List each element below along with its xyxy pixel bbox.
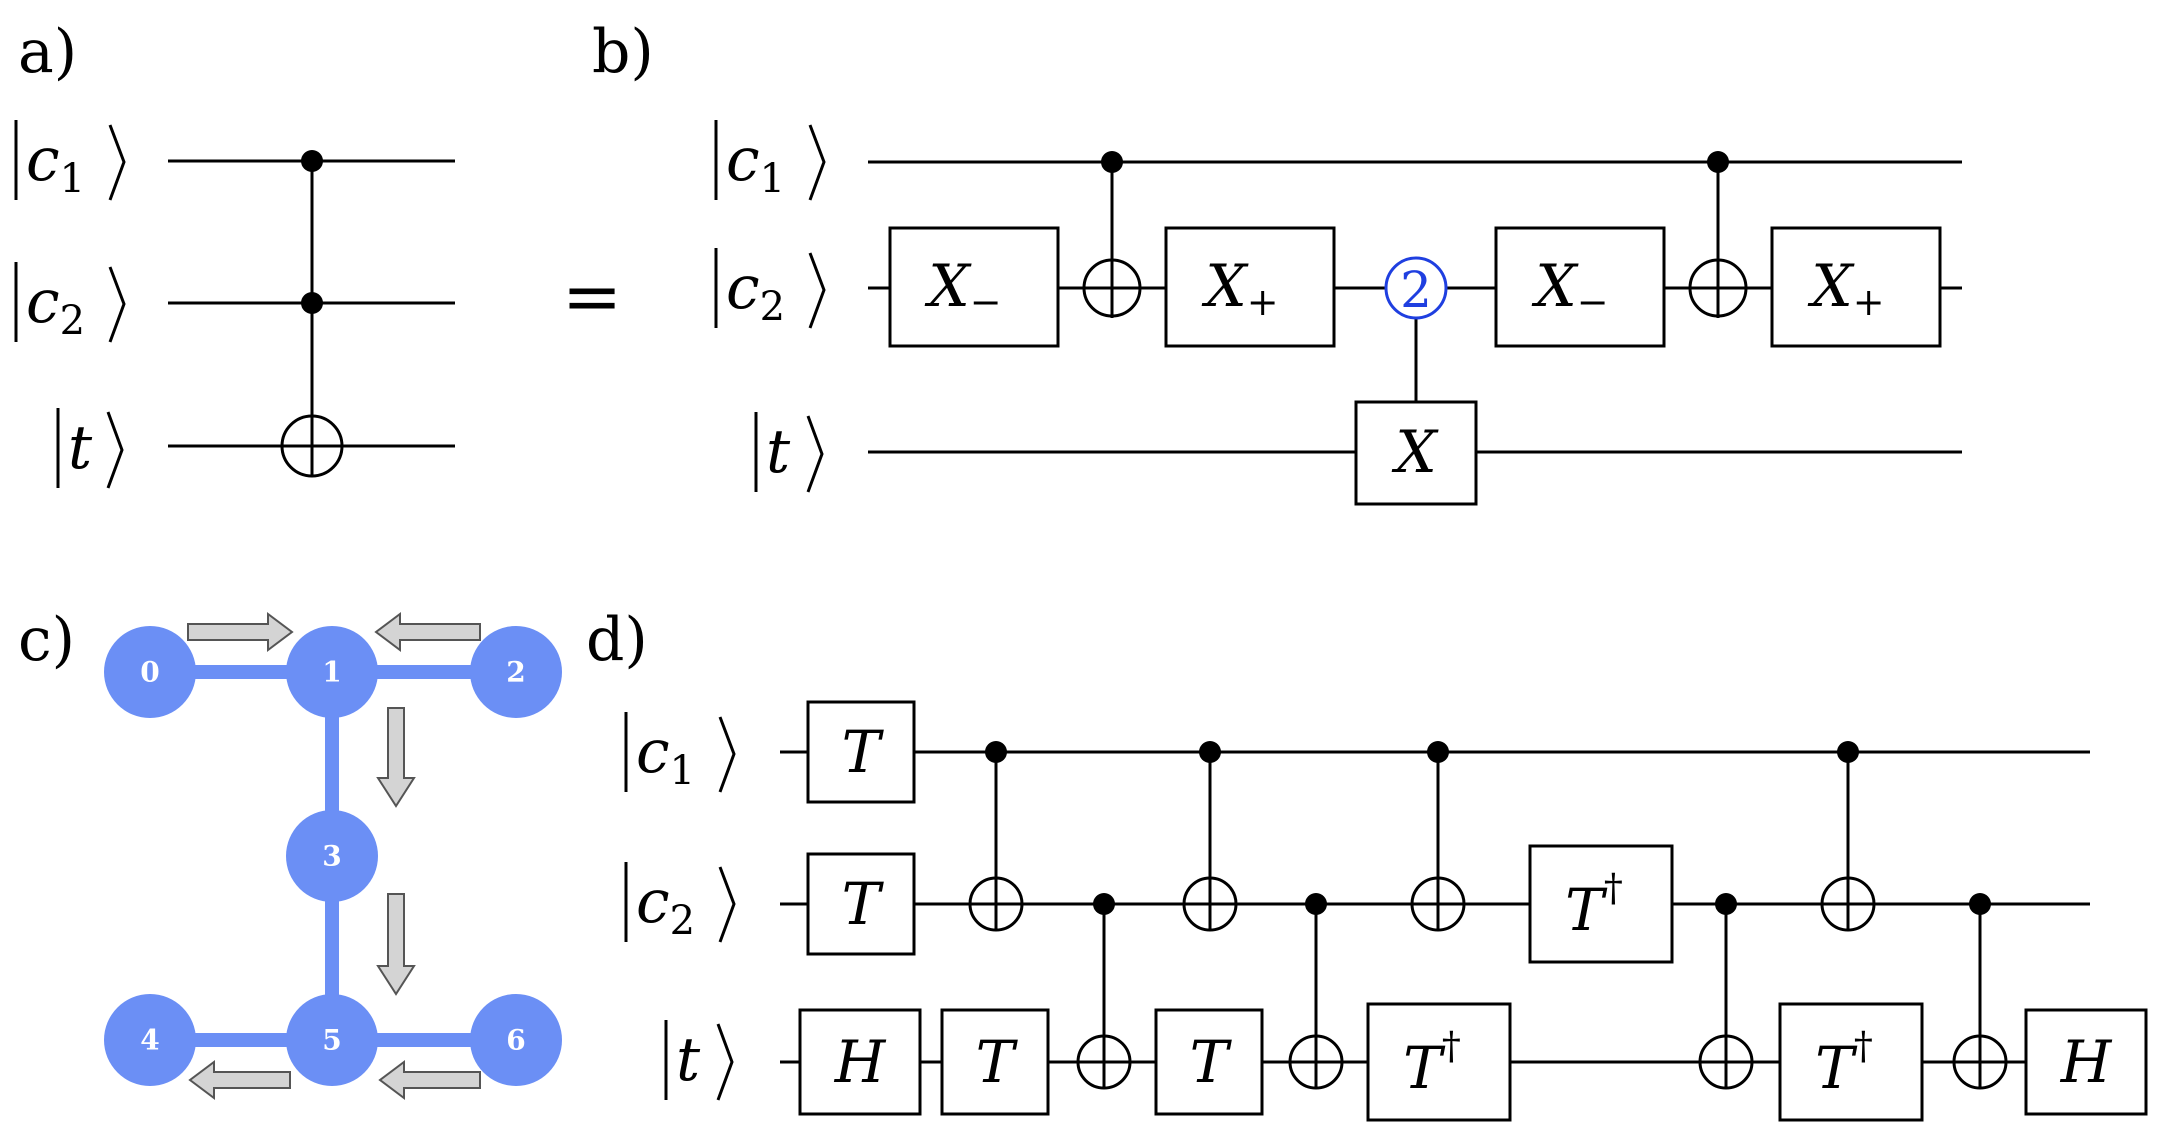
graph-node-6: 6 bbox=[470, 994, 562, 1086]
panel-d-gate-t-c1: T bbox=[806, 700, 916, 804]
equals-sign: = bbox=[562, 254, 622, 338]
panel-a-ket-c1: c1 bbox=[14, 120, 126, 202]
panel-b-cnot-2-control bbox=[1707, 151, 1729, 173]
svg-text:T†: T† bbox=[1815, 1024, 1873, 1102]
panel-b-gate-x-minus-1: X− bbox=[888, 226, 1060, 348]
panel-d-gate-t-c2: T bbox=[806, 852, 916, 956]
coupling-graph: 0 1 2 3 4 5 6 bbox=[104, 626, 562, 1086]
panel-b-gate-x-plus-2: X+ bbox=[1770, 226, 1942, 348]
graph-node-3: 3 bbox=[286, 810, 378, 902]
panel-d-gate-h-1: H bbox=[798, 1008, 922, 1116]
panel-d-cnot-2-control bbox=[1093, 893, 1115, 915]
panel-d-cnot-2-target bbox=[1076, 1034, 1132, 1090]
panel-d-gate-t-dagger-t-1: T† bbox=[1366, 1002, 1512, 1122]
panel-d-cnot-7-target bbox=[1820, 876, 1876, 932]
svg-text:T†: T† bbox=[1403, 1024, 1461, 1102]
svg-text:H: H bbox=[2060, 1028, 2113, 1096]
panel-d-gate-t-dagger-t-2: T† bbox=[1778, 1002, 1924, 1122]
svg-text:H: H bbox=[834, 1028, 887, 1096]
panel-d-cnot-4-control bbox=[1305, 893, 1327, 915]
svg-text:2: 2 bbox=[1400, 261, 1432, 319]
panel-d-cnot-6-control bbox=[1715, 893, 1737, 915]
svg-text:X−: X− bbox=[924, 252, 1001, 324]
panel-b-ket-c2: c2 bbox=[714, 248, 826, 330]
svg-text:X+: X+ bbox=[1807, 252, 1884, 324]
panel-b-ket-c1: c1 bbox=[714, 120, 826, 202]
graph-node-label: 2 bbox=[506, 656, 525, 689]
panel-d-gate-t-t-1: T bbox=[940, 1008, 1050, 1116]
svg-text:T: T bbox=[976, 1028, 1019, 1096]
graph-node-label: 4 bbox=[140, 1024, 159, 1057]
svg-text:c2: c2 bbox=[636, 867, 695, 944]
panel-d-cnot-6-target bbox=[1698, 1034, 1754, 1090]
svg-text:t: t bbox=[676, 1025, 701, 1095]
panel-b-cnot-1-control bbox=[1101, 151, 1123, 173]
graph-node-label: 3 bbox=[322, 840, 341, 873]
panel-d-cnot-1-target bbox=[968, 876, 1024, 932]
panel-d-ket-t: t bbox=[664, 1020, 734, 1101]
panel-a-ket-t: t bbox=[56, 408, 124, 489]
panel-d-cnot-5-target bbox=[1410, 876, 1466, 932]
panel-d-gate-t-t-2: T bbox=[1154, 1008, 1264, 1116]
panel-d-cnot-8-control bbox=[1969, 893, 1991, 915]
route-arrow-3-to-5 bbox=[376, 893, 416, 996]
svg-text:T: T bbox=[842, 718, 885, 786]
svg-text:t: t bbox=[766, 417, 791, 487]
route-arrow-2-to-1 bbox=[374, 612, 481, 652]
svg-text:t: t bbox=[68, 413, 93, 483]
panel-label-a: a) bbox=[18, 17, 77, 87]
svg-text:X: X bbox=[1391, 418, 1439, 486]
panel-b-gate-x-minus-2: X− bbox=[1494, 226, 1666, 348]
panel-b-ket-t: t bbox=[754, 412, 824, 493]
route-arrow-6-to-5 bbox=[378, 1060, 481, 1100]
graph-node-5: 5 bbox=[286, 994, 378, 1086]
svg-text:T: T bbox=[842, 870, 885, 938]
svg-text:X−: X− bbox=[1531, 252, 1608, 324]
panel-d-cnot-3-target bbox=[1182, 876, 1238, 932]
svg-text:c1: c1 bbox=[726, 125, 785, 202]
panel-label-c: c) bbox=[18, 605, 75, 675]
graph-node-0: 0 bbox=[104, 626, 196, 718]
graph-node-1: 1 bbox=[286, 626, 378, 718]
panel-b-qutrit-control: 2 bbox=[1384, 256, 1448, 320]
svg-text:T†: T† bbox=[1565, 866, 1623, 944]
panel-a-target-t bbox=[280, 414, 344, 478]
panel-b-gate-x: X bbox=[1354, 400, 1478, 506]
svg-text:c2: c2 bbox=[26, 267, 85, 344]
panel-label-d: d) bbox=[586, 605, 648, 675]
route-arrow-0-to-1 bbox=[187, 612, 294, 652]
graph-node-4: 4 bbox=[104, 994, 196, 1086]
panel-b-cnot-1-target bbox=[1082, 258, 1142, 318]
panel-a-control-c1 bbox=[301, 150, 323, 172]
panel-a-control-c2 bbox=[301, 292, 323, 314]
graph-node-label: 1 bbox=[322, 656, 341, 689]
panel-d-gate-t-dagger-c2: T† bbox=[1528, 844, 1674, 964]
svg-text:c1: c1 bbox=[636, 717, 695, 794]
route-arrow-5-to-4 bbox=[188, 1060, 291, 1100]
panel-d-cnot-1-control bbox=[985, 741, 1007, 763]
graph-node-label: 6 bbox=[506, 1024, 525, 1057]
panel-label-b: b) bbox=[592, 17, 654, 87]
svg-text:c1: c1 bbox=[26, 125, 85, 202]
svg-text:X+: X+ bbox=[1201, 252, 1278, 324]
graph-node-label: 5 bbox=[322, 1024, 341, 1057]
panel-d-cnot-5-control bbox=[1427, 741, 1449, 763]
graph-node-label: 0 bbox=[140, 656, 159, 689]
panel-d-cnot-8-target bbox=[1952, 1034, 2008, 1090]
panel-d-cnot-3-control bbox=[1199, 741, 1221, 763]
route-arrow-1-to-3 bbox=[376, 707, 416, 808]
panel-d-ket-c2: c2 bbox=[624, 862, 736, 944]
panel-d-gate-h-2: H bbox=[2024, 1008, 2148, 1116]
graph-node-2: 2 bbox=[470, 626, 562, 718]
panel-a-ket-c2: c2 bbox=[14, 262, 126, 344]
panel-d-cnot-4-target bbox=[1288, 1034, 1344, 1090]
panel-d-ket-c1: c1 bbox=[624, 712, 736, 794]
panel-b-gate-x-plus-1: X+ bbox=[1164, 226, 1336, 348]
panel-b-cnot-2-target bbox=[1688, 258, 1748, 318]
panel-d-cnot-7-control bbox=[1837, 741, 1859, 763]
svg-text:c2: c2 bbox=[726, 253, 785, 330]
svg-text:T: T bbox=[1190, 1028, 1233, 1096]
